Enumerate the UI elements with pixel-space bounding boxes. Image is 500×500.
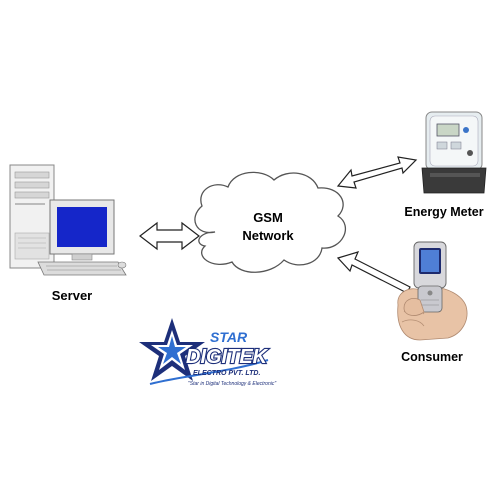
gsm-network-cloud (194, 171, 347, 273)
mobile-phone-icon (397, 241, 468, 341)
logo-star-word: STAR (210, 329, 248, 345)
energy-meter-icon (421, 111, 487, 194)
server-label: Server (52, 288, 92, 303)
cloud-label-line2: Network (242, 228, 294, 243)
cloud-label-line1: GSM (253, 210, 283, 225)
consumer-label: Consumer (401, 350, 463, 364)
server-computer-icon (9, 164, 127, 276)
logo-brand-name: DIGITEK (186, 346, 269, 368)
energy-meter-label: Energy Meter (404, 205, 483, 219)
star-digitek-logo: STAR DIGITEK ELECTRO PVT. LTD. "Star in … (139, 318, 276, 387)
server-network-arrow (139, 221, 200, 251)
logo-company-name: ELECTRO PVT. LTD. (193, 370, 260, 377)
logo-tagline: "Star in Digital Technology & Electronic… (188, 381, 276, 387)
consumer-network-arrow (336, 251, 411, 294)
network-meter-arrow (336, 156, 418, 189)
